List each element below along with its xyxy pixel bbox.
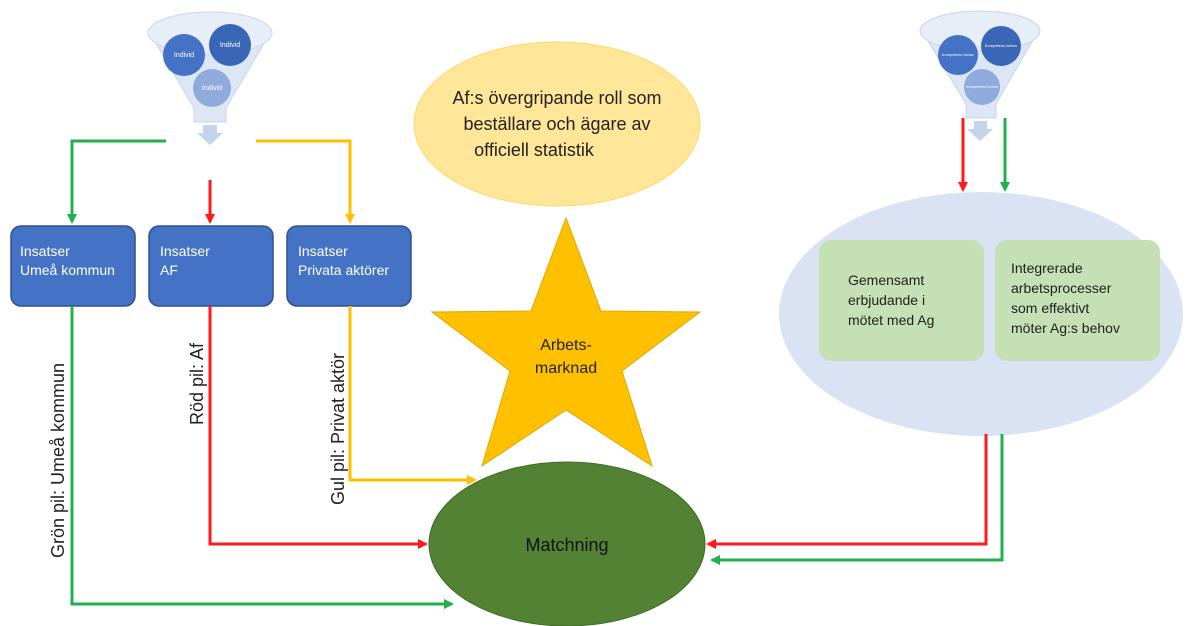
box-private-actors: Insatser Privata aktörer [286,225,412,307]
svg-text:arbetsprocesser: arbetsprocesser [1011,280,1112,296]
red-arrow-bottom [208,306,428,549]
svg-text:Individ: Individ [220,42,240,49]
yellow-arrow-bottom [348,306,477,485]
svg-text:Integrerade: Integrerade [1011,260,1083,276]
red-arrow-from-right [706,434,988,549]
individ-bubble: Individ [163,34,205,76]
svg-text:Insatser: Insatser [298,243,348,259]
svg-text:AF: AF [160,262,178,278]
left-funnel: Individ Individ Individ [147,11,273,145]
svg-text:som effektivt: som effektivt [1011,300,1089,316]
box-umea-kommun: Insatser Umeå kommun [10,225,136,307]
svg-text:Kompetens behov: Kompetens behov [966,84,998,89]
box-af: Insatser AF [148,225,274,307]
svg-text:Gemensamt: Gemensamt [848,272,924,288]
svg-text:Privata aktörer: Privata aktörer [298,262,389,278]
svg-text:Insatser: Insatser [160,243,210,259]
svg-text:Kompetens behov: Kompetens behov [985,43,1017,48]
svg-text:beställare och ägare av: beställare och ägare av [463,114,650,134]
svg-text:Individ: Individ [202,85,222,92]
labour-market-star: Arbets- marknad [430,216,702,468]
svg-text:möter Ag:s behov: möter Ag:s behov [1011,320,1120,336]
svg-text:mötet med Ag: mötet med Ag [848,312,934,328]
individ-bubble: Individ [209,24,251,66]
yellow-arrow-label: Gul pil: Privat aktör [328,353,348,505]
competence-need-bubble: Kompetens behov [964,69,1000,105]
green-arrow-from-right [710,434,1004,565]
svg-text:Kompetens behov: Kompetens behov [942,52,974,57]
green-arrow-bottom [70,306,454,609]
svg-text:Insatser: Insatser [20,243,70,259]
svg-text:Umeå kommun: Umeå kommun [20,262,115,278]
svg-text:marknad: marknad [535,360,597,377]
svg-text:erbjudande i: erbjudande i [848,292,925,308]
red-arrow-label: Röd pil: Af [187,342,207,425]
green-arrow-top [67,139,166,224]
right-funnel: Kompetens behov Kompetens behov Kompeten… [919,10,1041,141]
green-arrow-label: Grön pil: Umeå kommun [48,363,68,558]
joint-offer-box: Gemensamt erbjudande i mötet med Ag [819,240,984,361]
svg-text:Individ: Individ [174,52,194,59]
competence-need-bubble: Kompetens behov [981,26,1021,66]
svg-text:Af:s övergripande roll som: Af:s övergripande roll som [452,88,661,108]
yellow-arrow-top [256,139,355,224]
competence-need-bubble: Kompetens behov [938,35,978,75]
svg-text:officiell statistik: officiell statistik [474,140,595,160]
af-role-oval: Af:s övergripande roll som beställare oc… [413,41,701,207]
individ-bubble: Individ [193,69,231,107]
integrated-processes-box: Integrerade arbetsprocesser som effektiv… [995,240,1160,361]
matchning-ellipse: Matchning [428,461,706,626]
svg-text:Matchning: Matchning [525,535,608,555]
svg-text:Arbets-: Arbets- [540,337,592,354]
employer-process-oval: Gemensamt erbjudande i mötet med Ag Inte… [779,192,1183,436]
